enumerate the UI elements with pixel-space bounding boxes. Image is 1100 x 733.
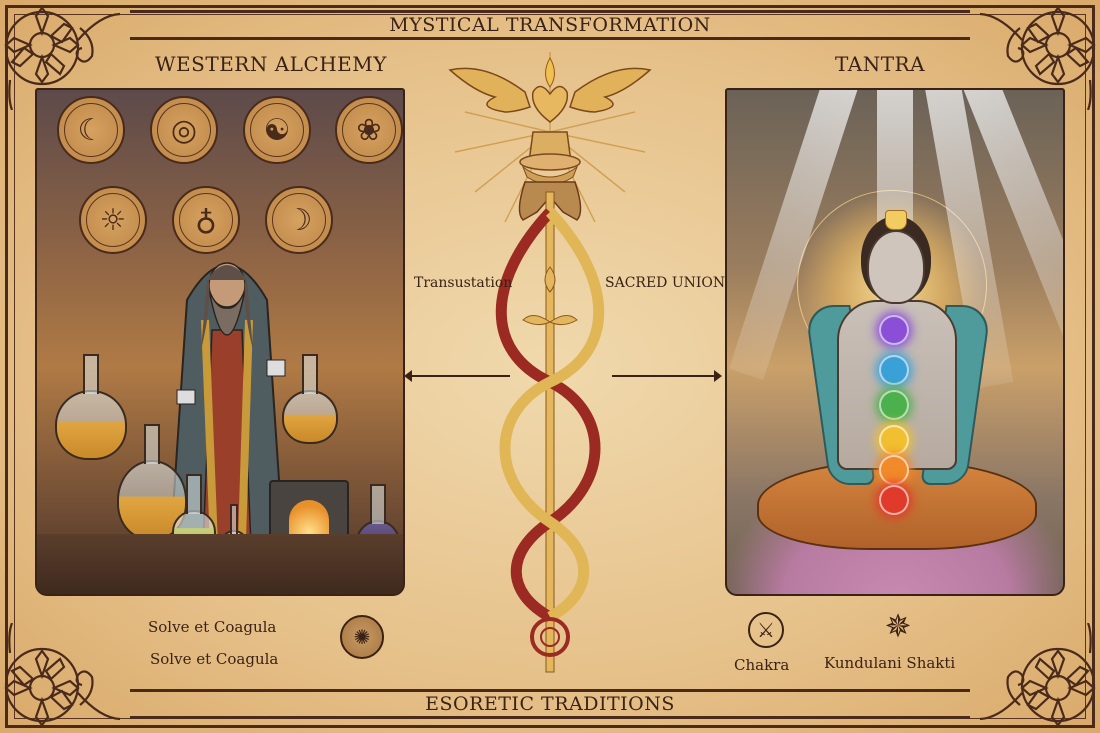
star-mandala-icon: ✵ <box>884 607 912 645</box>
moon-medallion-icon: ☾ <box>57 96 125 164</box>
flask-icon <box>55 354 127 460</box>
sacred-union-label: SACRED UNION <box>605 275 726 291</box>
yogi-head <box>867 230 925 304</box>
western-alchemy-title: WESTERN ALCHEMY <box>155 52 387 76</box>
chakra-navel-icon <box>879 425 909 455</box>
kundalini-shakti-label: Kundulani Shakti <box>824 654 956 672</box>
left-arrow-icon <box>404 370 510 382</box>
page-title: MYSTICAL TRANSFORMATION <box>389 14 711 36</box>
corner-flower-ornament-icon <box>979 622 1100 733</box>
wheel-medallion-icon: ✺ <box>340 615 384 659</box>
chakra-root-icon <box>879 485 909 515</box>
tantra-illustration <box>725 88 1065 596</box>
footer-title-band: ESORETIC TRADITIONS <box>130 689 970 719</box>
chakra-solar-icon <box>879 390 909 420</box>
crown-chakra-icon <box>885 210 907 230</box>
chakra-heart-icon <box>879 355 909 385</box>
corner-flower-ornament-icon <box>0 622 121 733</box>
chakra-sacral-icon <box>879 455 909 485</box>
floor <box>37 534 403 594</box>
corner-flower-ornament-icon <box>979 0 1100 111</box>
right-arrow-icon <box>612 370 722 382</box>
sigil-medallion-icon: ◎ <box>150 96 218 164</box>
chakra-throat-icon <box>879 315 909 345</box>
sun-medallion-icon: ☼ <box>79 186 147 254</box>
header-title-band: MYSTICAL TRANSFORMATION <box>130 10 970 40</box>
transmutation-label: Transustation <box>414 275 513 291</box>
solve-et-coagula-caption: Solve et Coagula <box>150 650 279 668</box>
yin-yang-medallion-icon: ☯ <box>243 96 311 164</box>
corner-flower-ornament-icon <box>0 0 121 111</box>
tantra-title: TANTRA <box>835 52 926 76</box>
solve-et-coagula-caption: Solve et Coagula <box>148 618 277 636</box>
mercury-medallion-icon: ♁ <box>172 186 240 254</box>
winged-caduceus-icon <box>448 52 652 673</box>
chakra-label: Chakra <box>734 656 790 674</box>
footer-title: ESORETIC TRADITIONS <box>425 693 675 715</box>
flask-icon <box>282 354 338 444</box>
serpent-medallion-icon: ❀ <box>335 96 403 164</box>
outer-frame <box>5 5 1095 728</box>
eclipse-medallion-icon: ☽ <box>265 186 333 254</box>
alchemy-illustration: ☾ ◎ ☯ ❀ ☼ ♁ ☽ <box>35 88 405 596</box>
chakra-symbol-icon: ⚔ <box>748 612 784 648</box>
